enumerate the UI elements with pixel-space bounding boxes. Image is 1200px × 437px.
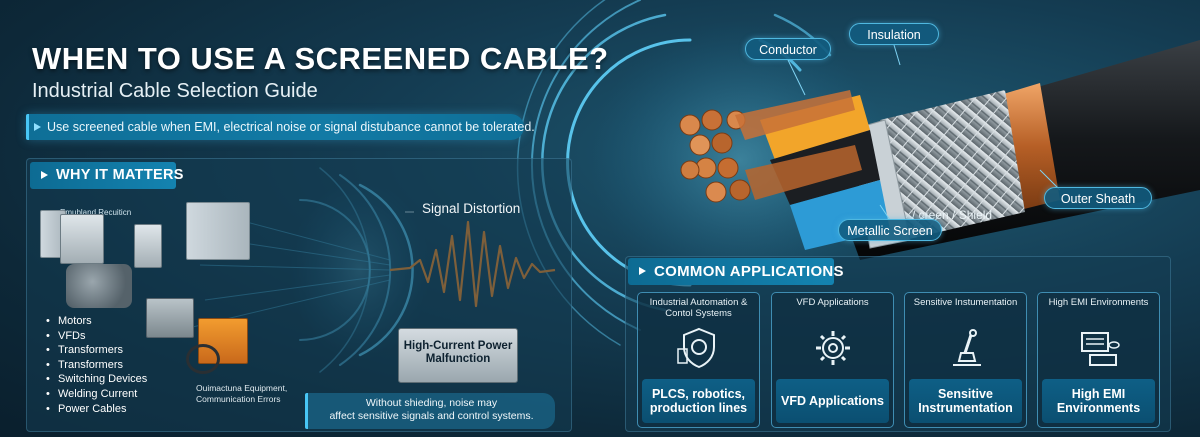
- motor-icon: [66, 264, 132, 308]
- shield-gear-icon: [677, 327, 715, 369]
- app-card-title: Industrial Automation & Contol Systems: [649, 297, 748, 319]
- warning-line: Without shieding, noise may: [365, 397, 498, 409]
- shielding-warning-banner: Without shieding, noise may affect sensi…: [305, 393, 555, 429]
- app-card-instrumentation: Sensitive Instumentation Sensitive Instr…: [904, 292, 1027, 428]
- app-card-label: Sensitive Instrumentation: [909, 379, 1022, 423]
- control-panel-icon: [60, 214, 104, 264]
- page-title: WHEN TO USE A SCREENED CABLE?: [32, 41, 609, 76]
- chevron-right-icon: [639, 267, 646, 275]
- server-icon: [1081, 332, 1120, 366]
- app-card-title: VFD Applications: [796, 297, 869, 308]
- app-card-label: High EMI Environments: [1042, 379, 1155, 423]
- chevron-right-icon: [34, 123, 41, 131]
- noise-sources-list: Motors VFDs Transformers Transformers Sw…: [46, 314, 147, 416]
- list-item: Transformers: [46, 358, 147, 373]
- transformer-icon: [146, 298, 194, 338]
- list-item: VFDs: [46, 329, 147, 344]
- common-applications-heading: COMMON APPLICATIONS: [628, 258, 844, 285]
- comm-errors-line: Communication Errors: [196, 394, 281, 404]
- list-item-continuation: Power Cables: [46, 402, 147, 417]
- app-card-label: VFD Applications: [776, 379, 889, 423]
- communication-errors-caption: Ouimactuna Equipment, Communication Erro…: [196, 383, 287, 405]
- app-card-automation: Industrial Automation & Contol Systems P…: [637, 292, 760, 428]
- app-card-high-emi: High EMI Environments High EMI Environme…: [1037, 292, 1160, 428]
- conductor-label: Conductor: [745, 38, 831, 60]
- app-card-vfd: VFD Applications VFD Applications: [771, 292, 894, 428]
- malfunction-line: High-Current Power: [403, 340, 513, 352]
- list-item: Motors: [46, 314, 147, 329]
- malfunction-device: High-Current Power Malfunction: [398, 328, 518, 383]
- gear-icon: [816, 331, 850, 365]
- summary-banner: Use screened cable when EMI, electrical …: [26, 114, 535, 140]
- signal-distortion-label: Signal Distortion: [422, 201, 521, 216]
- equipment-caption: Emubland Recuiticn: [60, 208, 132, 217]
- list-item: Welding Current: [46, 387, 147, 402]
- chevron-right-icon: [41, 171, 48, 179]
- app-card-title: Sensitive Instumentation: [913, 297, 1018, 308]
- list-item: Switching Devices: [46, 372, 147, 387]
- app-card-label: PLCS, robotics, production lines: [642, 379, 755, 423]
- comm-errors-line: Ouimactuna Equipment,: [196, 383, 288, 393]
- page-subtitle: Industrial Cable Selection Guide: [32, 80, 318, 102]
- why-it-matters-heading: WHY IT MATTERS: [30, 162, 183, 189]
- microscope-icon: [953, 329, 981, 366]
- malfunction-line: Malfunction: [425, 353, 491, 365]
- app-card-title: High EMI Environments: [1048, 297, 1149, 308]
- metallic-screen-label: Metallic Screen: [838, 219, 942, 241]
- common-applications-label: COMMON APPLICATIONS: [654, 263, 844, 280]
- warning-line: affect sensitive signals and control sys…: [329, 410, 534, 422]
- screen-shield-note: / creen / Shield: [912, 208, 993, 222]
- insulation-label: Insulation: [849, 23, 939, 45]
- outer-sheath-label: Outer Sheath: [1044, 187, 1152, 209]
- why-it-matters-label: WHY IT MATTERS: [56, 167, 184, 183]
- cable-coil-icon: [186, 344, 220, 374]
- summary-banner-text: Use screened cable when EMI, electrical …: [47, 120, 535, 134]
- vfd-drive-icon: [134, 224, 162, 268]
- list-item: Transformers: [46, 343, 147, 358]
- switchgear-cabinet-icon: [186, 202, 250, 260]
